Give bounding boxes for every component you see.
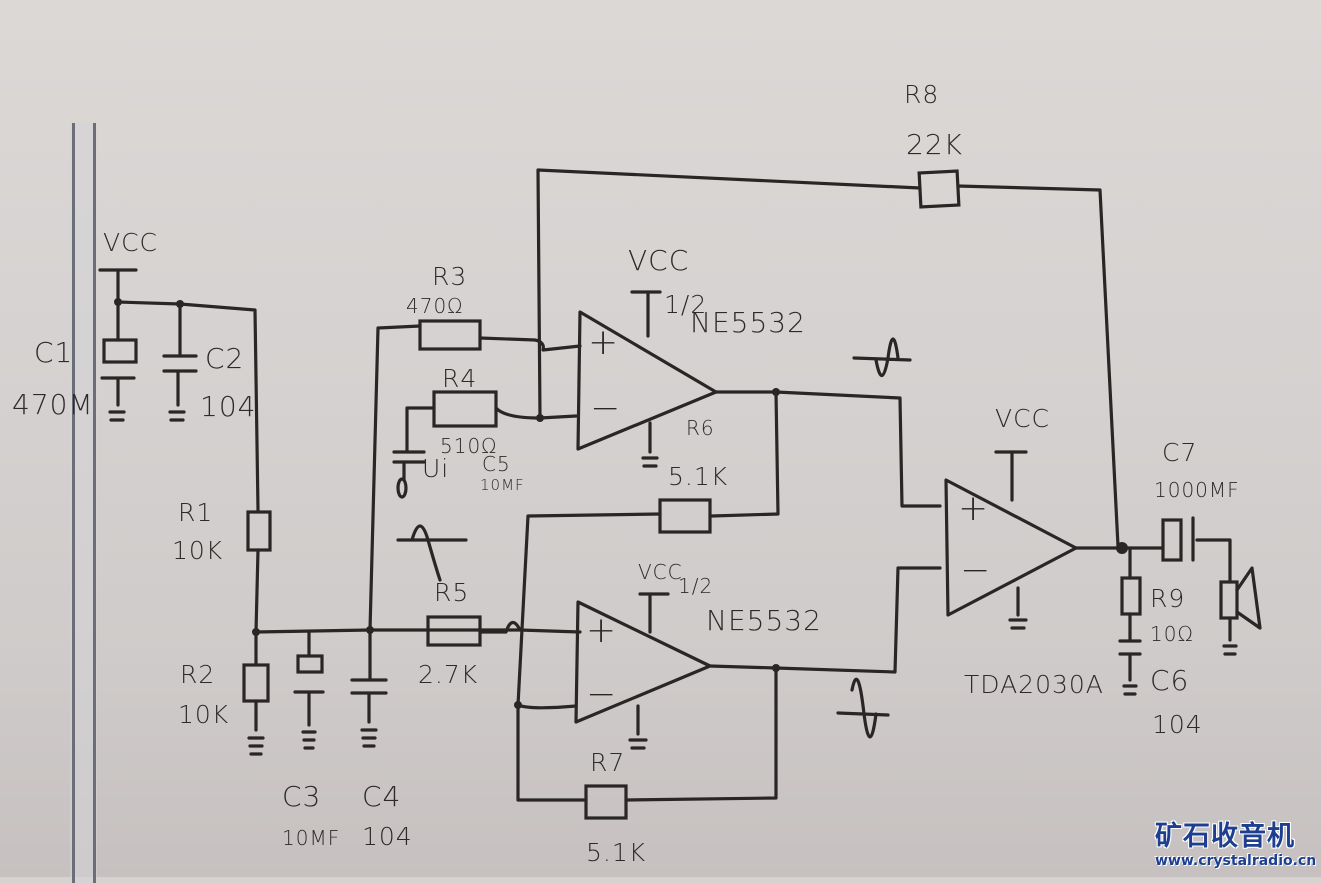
u1b-part-label: NE5532 <box>706 604 822 637</box>
r8-name-label: R8 <box>904 80 940 109</box>
junction <box>772 664 780 672</box>
wire-r4-minus <box>494 406 578 420</box>
c1-capacitor-symbol <box>100 300 138 422</box>
speaker-icon <box>1219 566 1262 656</box>
r7-value-label: 5.1K <box>586 838 647 867</box>
c1-name-label: C1 <box>34 336 74 369</box>
u1a-minus-sign: − <box>590 388 621 429</box>
r7-name-label: R7 <box>590 748 626 777</box>
vcc-label: VCC <box>103 228 159 257</box>
wire-r1-node <box>254 548 522 634</box>
vcc-label: VCC <box>638 560 683 584</box>
watermark-title: 矿石收音机 <box>1155 821 1295 852</box>
r4-resistor-symbol <box>432 390 498 428</box>
c4-value-label: 104 <box>362 822 413 851</box>
sine-waveform-noninverted <box>852 337 912 378</box>
input-label: Ui <box>422 454 450 483</box>
c3-capacitor-symbol <box>293 630 325 750</box>
c5-name-label: C5 <box>482 452 511 476</box>
c7-name-label: C7 <box>1162 438 1198 467</box>
u1a-plus-sign: + <box>588 322 619 363</box>
r5-name-label: R5 <box>434 578 470 607</box>
r9-value-label: 10Ω <box>1150 622 1194 646</box>
r7-resistor-symbol <box>584 784 628 820</box>
r1-name-label: R1 <box>178 498 214 527</box>
u2-minus-sign: − <box>960 550 991 591</box>
u1a-opamp-symbol <box>576 290 718 468</box>
u2-part-label: TDA2030A <box>964 670 1104 699</box>
vcc-label: VCC <box>995 404 1051 433</box>
r6-name-label: R6 <box>686 416 715 440</box>
c6-capacitor-symbol <box>1118 652 1142 696</box>
r4-value-label: 510Ω <box>440 434 498 458</box>
r2-name-label: R2 <box>180 660 216 689</box>
u1a-half-label: 1/2 <box>664 290 708 319</box>
c5-capacitor-symbol <box>392 406 436 499</box>
u1b-half-label: 1/2 <box>678 574 714 598</box>
wire-r3-plus <box>478 336 582 352</box>
vcc-symbol-supply <box>98 268 138 304</box>
c7-value-label: 1000MF <box>1154 478 1240 502</box>
wire-u1b-output <box>708 566 942 674</box>
c4-capacitor-symbol <box>350 628 388 748</box>
sine-waveform-input <box>396 524 468 582</box>
r3-resistor-symbol <box>418 319 482 351</box>
u1a-part-label: NE5532 <box>690 306 806 339</box>
sine-waveform-inverted <box>836 677 890 739</box>
r6-value-label: 5.1K <box>668 462 729 491</box>
r9-name-label: R9 <box>1150 584 1186 613</box>
r1-value-label: 10K <box>172 536 224 565</box>
r9-resistor-symbol <box>1118 546 1142 643</box>
wire-bias-rail <box>368 324 422 632</box>
u1b-minus-sign: − <box>586 674 617 715</box>
c7-capacitor-symbol <box>1161 516 1232 584</box>
binder-line-left <box>72 123 75 883</box>
r8-value-label: 22K <box>906 128 963 161</box>
r8-resistor-symbol <box>917 169 961 209</box>
r2-resistor-symbol <box>242 630 270 756</box>
r2-value-label: 10K <box>178 700 230 729</box>
u1b-plus-sign: + <box>586 610 617 651</box>
r5-value-label: 2.7K <box>418 660 479 689</box>
watermark-url[interactable]: www.crystalradio.cn <box>1155 853 1317 869</box>
c5-value-label: 10MF <box>480 476 525 494</box>
wire-r5-plus <box>478 620 582 634</box>
binder-line-right <box>93 123 96 883</box>
wire-r8-feedback <box>536 168 1120 548</box>
wire-u1b-minus <box>516 703 578 710</box>
wire-u1a-output <box>714 390 942 508</box>
vcc-label: VCC <box>628 244 690 277</box>
r6-resistor-symbol <box>658 498 712 534</box>
r3-value-label: 470Ω <box>406 294 464 318</box>
r4-name-label: R4 <box>442 364 478 393</box>
c3-value-label: 10MF <box>282 826 341 850</box>
c4-name-label: C4 <box>362 780 402 813</box>
c6-name-label: C6 <box>1150 664 1190 697</box>
wire-r6-loop <box>516 390 780 802</box>
u2-power-amp-symbol <box>944 450 1078 630</box>
r3-name-label: R3 <box>432 262 468 291</box>
c2-name-label: C2 <box>205 342 245 375</box>
u1b-opamp-symbol <box>574 592 712 750</box>
c2-capacitor-symbol <box>162 302 198 422</box>
c6-value-label: 104 <box>1152 710 1203 739</box>
c1-value-label: 470M <box>12 388 94 421</box>
wire-vcc-rail <box>116 300 260 512</box>
junction <box>1116 542 1128 554</box>
c2-value-label: 104 <box>200 390 257 423</box>
r1-resistor-symbol <box>246 510 272 552</box>
u2-plus-sign: + <box>958 488 989 529</box>
c3-name-label: C3 <box>282 780 322 813</box>
